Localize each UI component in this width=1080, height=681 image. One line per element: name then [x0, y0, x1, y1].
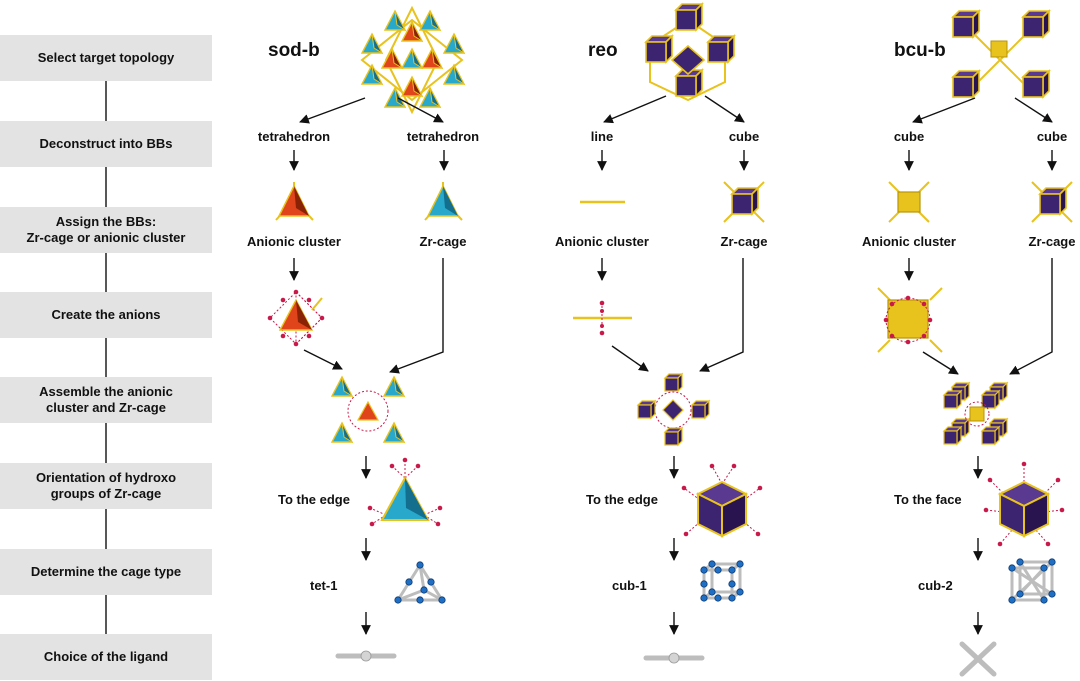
reo-assembly-icon: [637, 373, 710, 446]
bcub-topology-icon: [952, 10, 1050, 98]
sodb-bb-left: tetrahedron: [257, 129, 331, 144]
sodb-assembly-icon: [331, 376, 405, 443]
sodb-anion-icon: [267, 289, 325, 347]
reo-orientation-icon: [681, 463, 763, 538]
sodb-orientation-icon: [367, 457, 443, 527]
bcub-bb-left: cube: [893, 129, 925, 144]
step-assign: Assign the BBs:Zr-cage or anionic cluste…: [0, 207, 212, 253]
sodb-assign-right: Zr-cage: [419, 234, 467, 249]
step-deconstruct: Deconstruct into BBs: [0, 121, 212, 167]
step-ligand: Choice of the ligand: [0, 634, 212, 680]
bcub-orientation-label: To the face: [894, 492, 962, 507]
reo-anion-icon: [573, 300, 632, 336]
bcub-zrcage-cube-icon: [1031, 181, 1073, 223]
bcub-anion-icon: [877, 287, 943, 353]
reo-orientation-label: To the edge: [586, 492, 658, 507]
bcub-cage-type-label: cub-2: [918, 578, 953, 593]
sodb-bb-right: tetrahedron: [406, 129, 480, 144]
reo-bb-left: line: [590, 129, 614, 144]
bcub-assign-left: Anionic cluster: [862, 234, 956, 249]
sodb-linear-ligand-icon: [335, 650, 397, 662]
cub1-cage-icon: [700, 560, 744, 602]
sodb-anionic-tetrahedron-icon: [275, 182, 314, 221]
bcub-bb-right: cube: [1036, 129, 1068, 144]
reo-zrcage-cube-icon: [723, 181, 765, 223]
bcub-assign-right: Zr-cage: [1028, 234, 1076, 249]
reo-cage-type-label: cub-1: [612, 578, 647, 593]
reo-assign-left: Anionic cluster: [555, 234, 649, 249]
sodb-cage-type-label: tet-1: [310, 578, 338, 593]
step-select-topology: Select target topology: [0, 35, 212, 81]
reo-title: reo: [588, 40, 618, 61]
bcub-x-ligand-icon: [959, 641, 997, 677]
sodb-zrcage-tetrahedron-icon: [424, 182, 463, 221]
cub2-cage-icon: [1008, 558, 1056, 604]
reo-bb-right: cube: [728, 129, 760, 144]
bcub-title: bcu-b: [894, 40, 946, 61]
bcub-orientation-icon: [983, 461, 1065, 547]
reo-assign-right: Zr-cage: [720, 234, 768, 249]
bcub-assembly-icon: [943, 382, 1008, 445]
reo-linear-ligand-icon: [643, 652, 705, 664]
sodb-topology-icon: [360, 5, 465, 115]
sodb-title: sod-b: [268, 40, 320, 61]
reo-topology-icon: [645, 3, 735, 102]
sodb-assign-left: Anionic cluster: [247, 234, 341, 249]
tet1-cage-icon: [394, 561, 446, 604]
bcub-anionic-cube-icon: [888, 181, 930, 223]
sodb-orientation-label: To the edge: [278, 492, 350, 507]
step-cage-type: Determine the cage type: [0, 549, 212, 595]
step-create-anions: Create the anions: [0, 292, 212, 338]
